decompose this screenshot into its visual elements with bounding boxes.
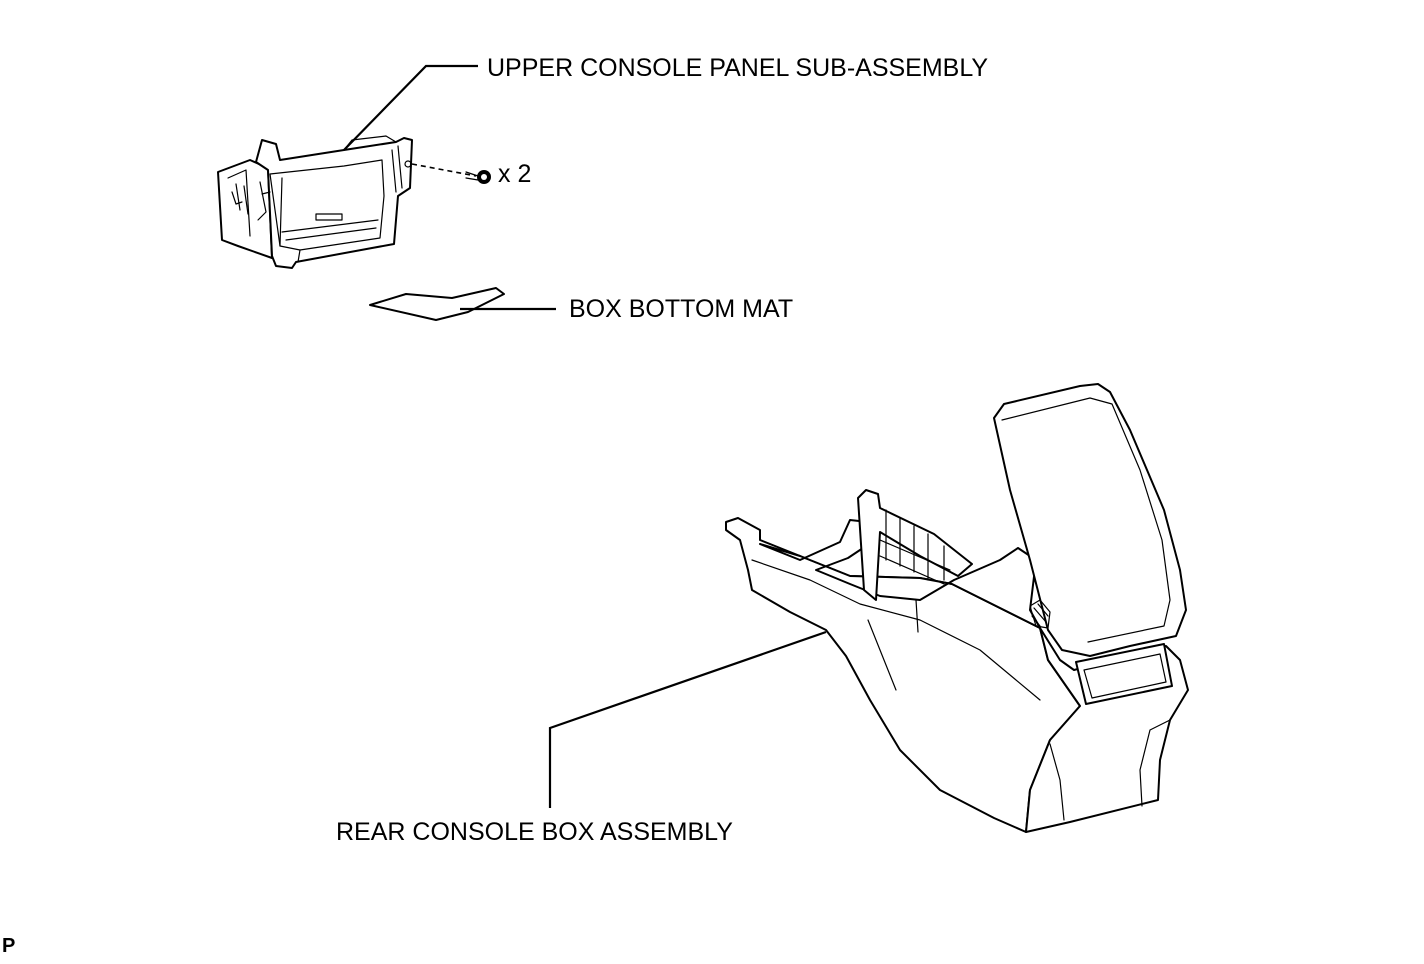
box-bottom-mat-label: BOX BOTTOM MAT: [569, 295, 794, 323]
figure-code-label: P: [2, 935, 16, 957]
upper-console-panel-label: UPPER CONSOLE PANEL SUB-ASSEMBLY: [487, 54, 989, 82]
rear-console-leader-line: [548, 630, 827, 808]
screw-dashed-line: [411, 163, 477, 177]
screw-icon: [465, 170, 491, 184]
rear-console-box-drawing: [725, 383, 1189, 833]
upper-console-panel-drawing: [217, 135, 413, 269]
box-bottom-mat-drawing: [369, 287, 505, 321]
upper-panel-leader-line: [343, 64, 478, 151]
screw-quantity-label: x 2: [498, 160, 532, 188]
rear-console-box-label: REAR CONSOLE BOX ASSEMBLY: [336, 818, 733, 846]
